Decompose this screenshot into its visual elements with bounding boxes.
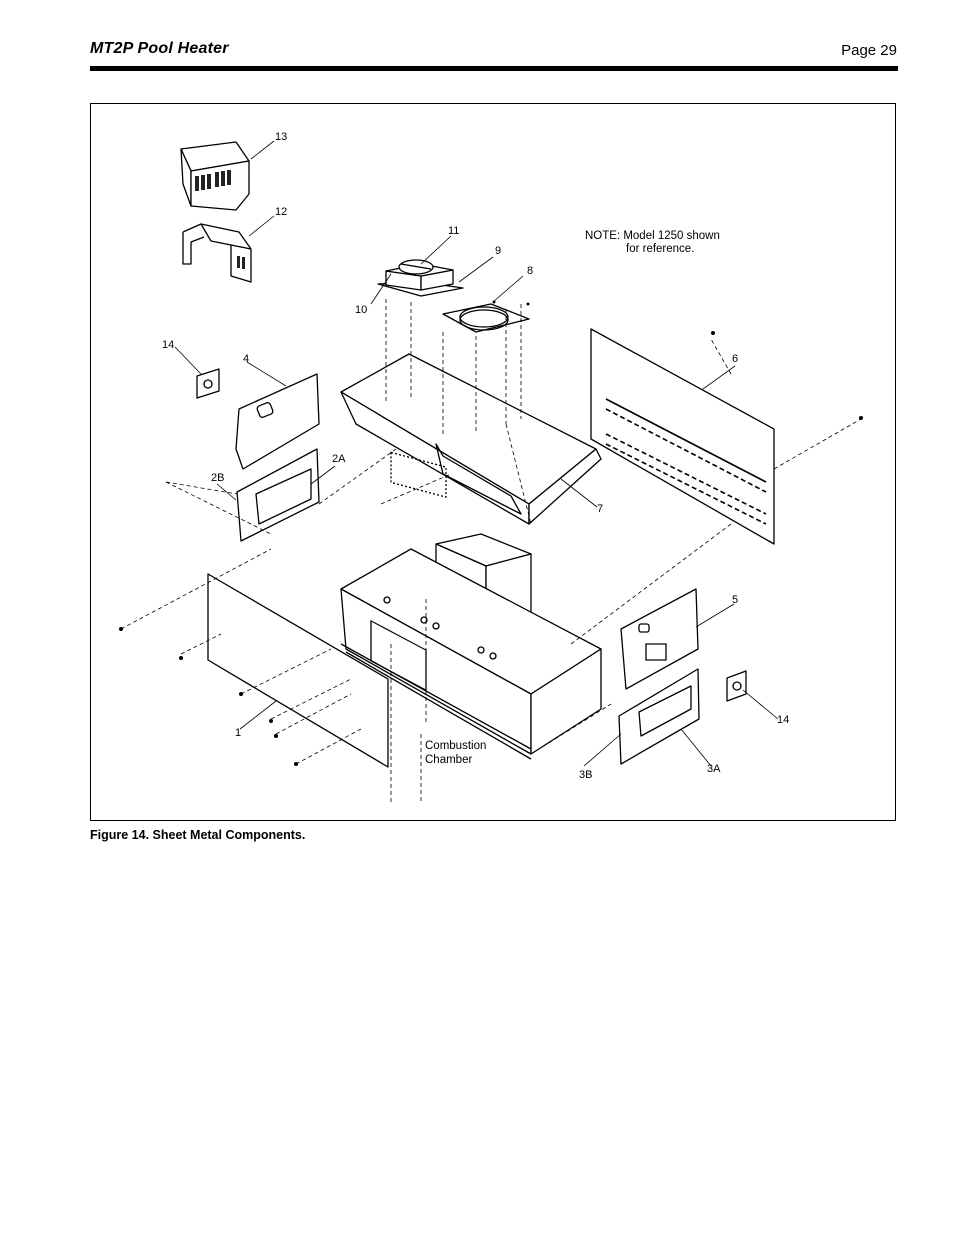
part-6-rear-panel — [590, 328, 775, 545]
callout-2A: 2A — [332, 453, 346, 465]
callout-13: 13 — [275, 131, 287, 143]
fasteners — [119, 300, 863, 766]
callout-7: 7 — [597, 503, 603, 515]
part-7-top-hood — [340, 353, 602, 525]
part-3-lower-panel — [618, 668, 700, 765]
callout-14-right: 14 — [777, 714, 789, 726]
part-8-flue-plate — [442, 303, 530, 333]
callout-1: 1 — [235, 727, 241, 739]
callout-3B: 3B — [579, 769, 592, 781]
part-12-frame — [182, 223, 252, 283]
part-13-top-cover — [180, 141, 250, 211]
assembly-lines — [120, 299, 862, 804]
part-1-front-panel — [207, 573, 389, 768]
part-14-bracket-left — [196, 368, 220, 399]
callout-11: 11 — [448, 225, 459, 237]
part-9-10-11-flue-assembly — [377, 259, 464, 297]
callout-9: 9 — [495, 245, 501, 257]
callout-3A: 3A — [707, 763, 721, 775]
page-header-title: MT2P Pool Heater — [90, 40, 229, 57]
part-5-side-panel — [620, 588, 699, 690]
callout-4: 4 — [243, 353, 249, 365]
main-chassis — [340, 548, 602, 760]
callout-8: 8 — [527, 265, 533, 277]
part-14-bracket-right — [726, 670, 747, 702]
part-4-side-panel — [235, 373, 320, 470]
exploded-parts-diagram: 13 12 11 9 8 10 14 4 6 2A 2B 7 5 1 14 3B… — [119, 131, 863, 804]
part-2-side-panel-lower — [236, 448, 320, 542]
combustion-chamber-label-2: Chamber — [425, 754, 472, 766]
callout-12: 12 — [275, 206, 287, 218]
callout-5: 5 — [732, 594, 738, 606]
note-line-2: for reference. — [626, 243, 694, 255]
page-number: Page 29 — [841, 42, 897, 59]
callout-14-left: 14 — [162, 339, 174, 351]
callout-10: 10 — [355, 304, 367, 316]
callout-2B: 2B — [211, 472, 224, 484]
leader-lines — [174, 140, 779, 767]
figure-caption: Figure 14. Sheet Metal Components. — [90, 828, 306, 842]
combustion-chamber-label-1: Combustion — [425, 740, 486, 752]
header-rule — [90, 66, 898, 71]
callout-6: 6 — [732, 353, 738, 365]
note-line-1: NOTE: Model 1250 shown — [585, 230, 720, 242]
figure-frame: 13 12 11 9 8 10 14 4 6 2A 2B 7 5 1 14 3B… — [90, 103, 896, 821]
